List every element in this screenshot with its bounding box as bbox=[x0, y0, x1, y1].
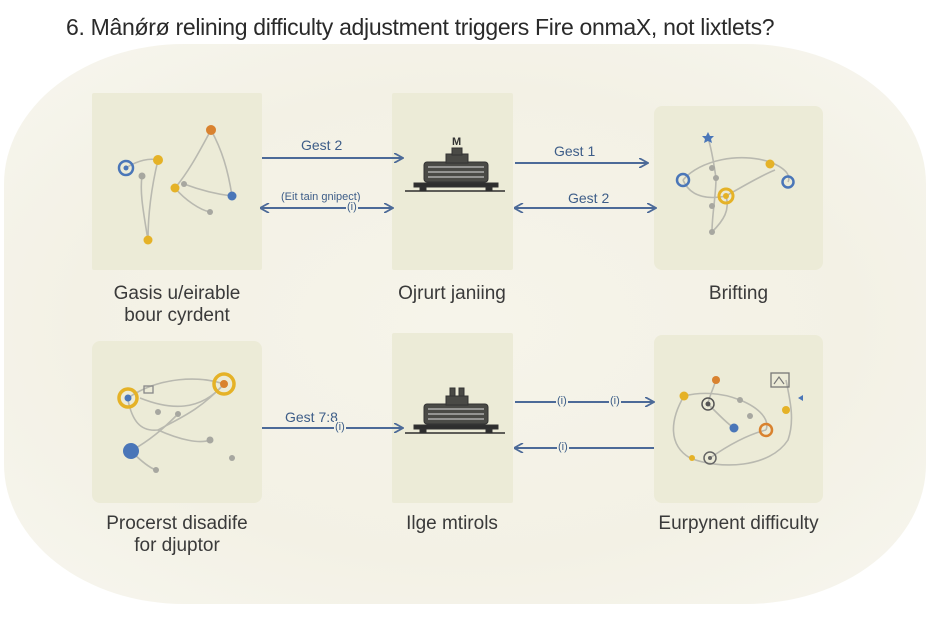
machine-icon-bottom bbox=[413, 387, 499, 434]
arrow-marker-bottom-left: (i) bbox=[334, 421, 346, 433]
network-nodes-bottom-right bbox=[679, 372, 803, 465]
network-graph-bottom-right bbox=[672, 379, 793, 466]
label-bottom-right: Eurpynent difficulty bbox=[658, 513, 819, 534]
label-bottom-left: Procerst disadife for djuptor bbox=[72, 513, 282, 557]
arrow-marker-top-left: (i) bbox=[346, 201, 358, 213]
arrow-label-top-right-bidirectional: Gest 2 bbox=[568, 190, 610, 206]
arrow-label-top-left: Gest 2 bbox=[301, 137, 343, 153]
machine-top-letter: M bbox=[452, 136, 462, 148]
arrow-marker-bottom-right-3: (i) bbox=[557, 441, 569, 453]
label-top-right: Brifting bbox=[708, 283, 769, 304]
panel-bottom-right bbox=[654, 335, 823, 503]
label-bottom-left-line2: for djuptor bbox=[134, 535, 220, 556]
arrows bbox=[261, 158, 655, 448]
label-top-center: Ojrurt janiing bbox=[398, 283, 506, 304]
arrow-label-bottom-left: Gest 7:8 bbox=[285, 409, 338, 425]
network-graph-top-left bbox=[125, 129, 233, 241]
arrow-label-top-right: Gest 1 bbox=[554, 143, 596, 159]
arrow-marker-bottom-right-1: (i) bbox=[556, 395, 568, 407]
panel-top-left bbox=[92, 93, 262, 270]
label-bottom-center: Ilge mtirols bbox=[406, 513, 498, 534]
network-nodes-top-right bbox=[675, 132, 795, 235]
arrow-label-top-left-bidirectional: (Eit tain gnipect) bbox=[281, 191, 361, 203]
network-graph-top-right bbox=[682, 137, 790, 233]
arrow-marker-bottom-right-2: (i) bbox=[609, 395, 621, 407]
label-top-left: Gasis u/eirable bour cyrdent bbox=[72, 283, 282, 327]
label-top-left-line2: bour cyrdent bbox=[124, 305, 230, 326]
machine-icon-top bbox=[413, 147, 499, 192]
page-title: 6. Mânǿrø relining difficulty adjustment… bbox=[66, 14, 775, 40]
network-graph-bottom-left bbox=[127, 378, 225, 471]
label-bottom-left-line1: Procerst disadife bbox=[106, 513, 248, 534]
panel-bottom-left bbox=[92, 341, 262, 503]
network-nodes-bottom-left bbox=[117, 372, 236, 473]
label-top-left-line1: Gasis u/eirable bbox=[113, 283, 241, 304]
network-nodes-top-left bbox=[117, 125, 237, 245]
